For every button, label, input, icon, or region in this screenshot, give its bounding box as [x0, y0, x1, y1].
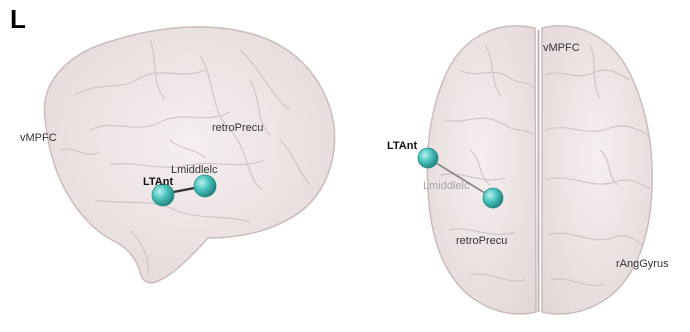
label-ltant-axial: LTAnt — [387, 140, 417, 152]
axial-brain-view: vMPFC Lmiddlelc retroPrecu rAngGyrus LTA… — [387, 26, 669, 314]
node-lmiddlehc-axial — [483, 188, 503, 208]
label-vmpfc-axial: vMPFC — [543, 42, 580, 54]
sagittal-brain-view: vMPFC retroPrecu Lmiddlelc LTAnt — [20, 27, 335, 283]
label-rangyrus-axial: rAngGyrus — [616, 258, 669, 270]
axial-right-hemisphere — [542, 26, 652, 314]
label-ltant-sagittal: LTAnt — [143, 176, 173, 188]
panel-label: L — [10, 4, 26, 35]
node-ltant-axial — [418, 148, 438, 168]
label-lmiddlehc-axial: Lmiddlelc — [423, 180, 470, 192]
label-retroprecu-axial: retroPrecu — [456, 235, 507, 247]
label-lmiddlehc-sagittal: Lmiddlelc — [171, 164, 218, 176]
label-retroprecu-sagittal: retroPrecu — [212, 122, 263, 134]
node-lmiddlehc-sagittal — [194, 175, 216, 197]
label-vmpfc-sagittal: vMPFC — [20, 132, 57, 144]
axial-left-hemisphere — [427, 26, 536, 314]
